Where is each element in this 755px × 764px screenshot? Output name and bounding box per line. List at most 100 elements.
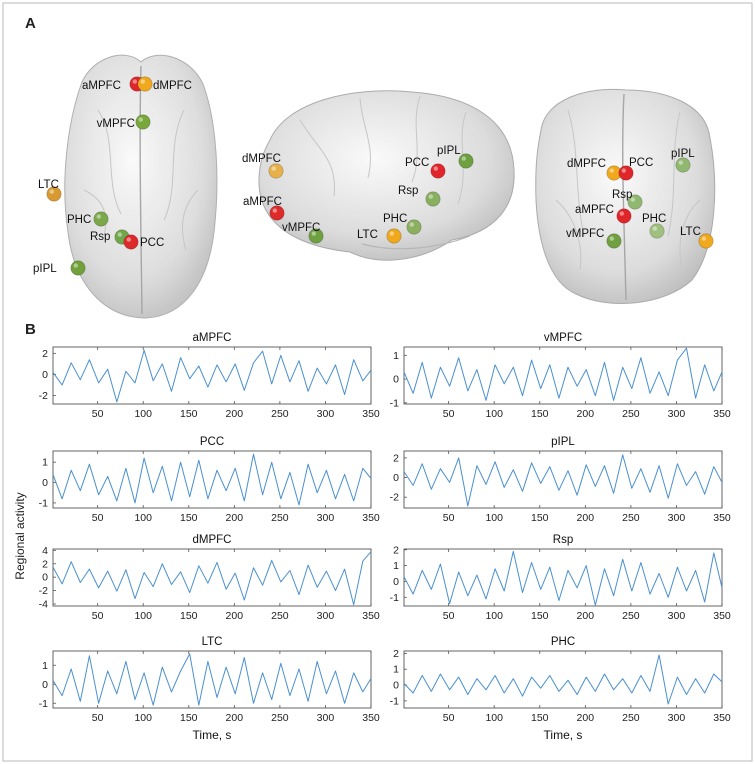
region-label-rsp: Rsp xyxy=(398,185,418,197)
x-axis-label: Time, s xyxy=(193,728,232,742)
region-label-pcc: PCC xyxy=(629,157,653,169)
activity-series-line xyxy=(403,654,723,705)
chart-title: vMPFC xyxy=(544,332,582,344)
region-label-pcc: PCC xyxy=(405,157,429,169)
x-tick-label: 50 xyxy=(92,712,104,724)
y-tick-label: 1 xyxy=(393,664,399,676)
x-tick-label: 150 xyxy=(531,512,549,524)
y-tick-label: 1 xyxy=(42,457,48,469)
activity-series-line xyxy=(403,454,723,507)
brain-front-view xyxy=(535,88,716,304)
region-marker-vmpfc xyxy=(606,233,622,249)
y-tick-label: 2 xyxy=(393,648,399,660)
region-marker-highlight xyxy=(311,231,316,236)
y-tick-label: 4 xyxy=(42,545,48,557)
x-tick-label: 350 xyxy=(362,712,380,724)
x-tick-label: 250 xyxy=(622,712,640,724)
x-tick-label: 200 xyxy=(577,408,595,420)
y-tick-label: 1 xyxy=(42,660,48,672)
region-marker-highlight xyxy=(96,214,102,219)
region-marker-pipl xyxy=(70,260,86,276)
region-marker-highlight xyxy=(609,168,614,173)
region-label-dmpfc: dMPFC xyxy=(567,158,606,170)
region-label-vmpfc: vMPFC xyxy=(566,228,604,240)
x-tick-label: 150 xyxy=(531,610,549,622)
x-tick-label: 150 xyxy=(531,408,549,420)
y-tick-label: 0 xyxy=(393,472,399,484)
x-tick-label: 200 xyxy=(226,512,244,524)
x-tick-label: 300 xyxy=(668,712,686,724)
region-marker-pipl xyxy=(675,157,691,173)
y-tick-label: 2 xyxy=(42,348,48,360)
panel-b-label: B xyxy=(25,321,36,338)
midline-fissure xyxy=(139,65,143,315)
x-tick-label: 50 xyxy=(443,610,455,622)
region-label-pipl: pIPL xyxy=(33,263,57,275)
x-tick-label: 250 xyxy=(271,610,289,622)
region-marker-phc xyxy=(649,223,665,239)
region-label-ampfc: aMPFC xyxy=(82,80,121,92)
region-marker-highlight xyxy=(461,156,466,161)
x-tick-label: 150 xyxy=(180,512,198,524)
region-label-vmpfc: vMPFC xyxy=(282,222,320,234)
brain-top-view xyxy=(64,54,218,319)
x-tick-label: 350 xyxy=(713,408,731,420)
chart-title: PHC xyxy=(551,636,575,648)
front-midline xyxy=(622,93,627,301)
panel-a-label: A xyxy=(25,15,36,32)
region-marker-highlight xyxy=(49,189,54,194)
region-marker-rsp xyxy=(627,194,643,210)
region-label-phc: PHC xyxy=(383,213,407,225)
region-marker-ltc xyxy=(698,233,714,249)
region-marker-highlight xyxy=(409,222,414,227)
x-tick-label: 300 xyxy=(317,408,335,420)
region-marker-dmpfc xyxy=(268,163,284,179)
x-tick-label: 250 xyxy=(271,408,289,420)
x-tick-label: 300 xyxy=(317,512,335,524)
x-tick-label: 200 xyxy=(577,610,595,622)
x-tick-label: 50 xyxy=(92,610,104,622)
x-tick-label: 250 xyxy=(622,512,640,524)
x-tick-label: 200 xyxy=(577,712,595,724)
chart-title: aMPFC xyxy=(193,332,232,344)
region-label-rsp: Rsp xyxy=(90,231,110,243)
y-tick-label: 2 xyxy=(393,544,399,556)
plot-area xyxy=(403,450,723,509)
activity-series-line xyxy=(52,653,372,706)
y-tick-label: -1 xyxy=(39,698,48,710)
activity-series-line xyxy=(403,347,723,401)
x-tick-label: 150 xyxy=(180,408,198,420)
region-marker-highlight xyxy=(428,194,433,199)
region-marker-phc xyxy=(93,211,109,227)
y-tick-label: -1 xyxy=(390,592,399,604)
x-tick-label: 100 xyxy=(485,408,503,420)
region-marker-pipl xyxy=(458,153,474,169)
temporal-fissure xyxy=(361,235,471,250)
activity-series-line xyxy=(403,550,723,606)
x-tick-label: 100 xyxy=(134,408,152,420)
x-tick-label: 150 xyxy=(180,610,198,622)
region-marker-highlight xyxy=(272,208,277,213)
region-marker-highlight xyxy=(132,79,137,84)
chart-title: PCC xyxy=(200,436,224,448)
x-tick-label: 200 xyxy=(226,408,244,420)
x-axis-label: Time, s xyxy=(544,728,583,742)
x-tick-label: 300 xyxy=(317,610,335,622)
region-label-phc: PHC xyxy=(642,213,666,225)
region-label-rsp: Rsp xyxy=(612,189,632,201)
region-marker-highlight xyxy=(433,166,438,171)
region-label-dmpfc: dMPFC xyxy=(153,80,192,92)
region-label-pipl: pIPL xyxy=(437,145,461,157)
x-tick-label: 200 xyxy=(577,512,595,524)
region-marker-pcc xyxy=(430,163,446,179)
region-marker-pcc xyxy=(618,165,634,181)
y-tick-label: 0 xyxy=(42,477,48,489)
region-label-dmpfc: dMPFC xyxy=(242,153,281,165)
